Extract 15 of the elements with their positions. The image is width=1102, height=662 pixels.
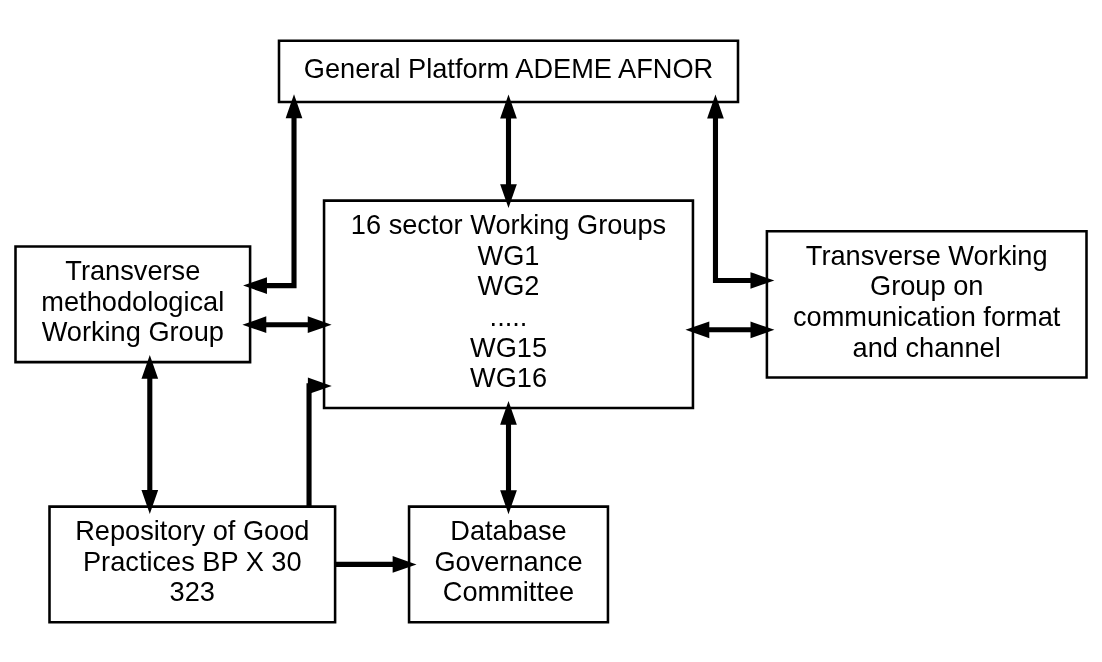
arrow — [500, 400, 517, 514]
arrow — [335, 555, 417, 573]
node-box: Database Governance Committee — [407, 504, 610, 623]
arrow — [243, 93, 303, 294]
arrow — [306, 377, 332, 506]
arrow — [707, 94, 775, 289]
node-box: Transverse methodological Working Group — [14, 244, 252, 363]
arrow — [500, 94, 517, 208]
arrow — [242, 315, 332, 333]
node-box: General Platform ADEME AFNOR — [277, 39, 740, 103]
node-box: 16 sector Working Groups WG1 WG2 ..... WG15 WG16 — [322, 198, 695, 409]
arrow — [141, 354, 159, 514]
arrow — [685, 320, 775, 338]
node-box: Transverse Working Group on communication format and channel — [765, 229, 1088, 379]
node-box: Repository of Good Practices BP X 30 323 — [48, 504, 337, 623]
